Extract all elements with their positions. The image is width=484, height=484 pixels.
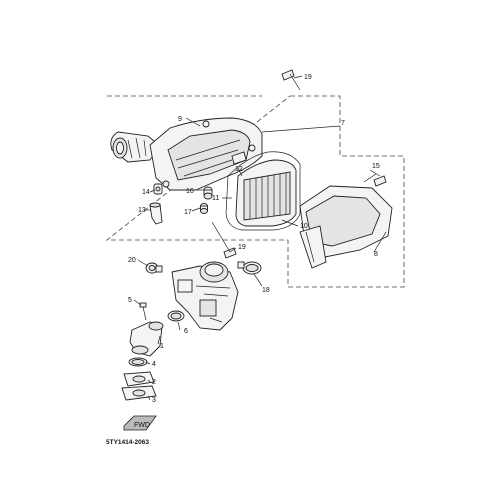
screw-part-15 xyxy=(363,173,387,187)
callout-1: 1 xyxy=(160,343,164,350)
callout-16: 16 xyxy=(186,188,194,195)
callout-20: 20 xyxy=(128,257,136,264)
assembly-boundary-dashed xyxy=(105,95,405,288)
callout-6: 6 xyxy=(184,328,188,335)
forward-label: FWD xyxy=(134,422,150,429)
diagram-code: 5TY1414-2063 xyxy=(106,439,149,446)
forward-direction-badge: FWD xyxy=(123,415,157,431)
air-filter-case-cover xyxy=(299,185,393,269)
callout-18: 18 xyxy=(262,287,270,294)
air-filter-element xyxy=(235,159,297,227)
o-ring-inner xyxy=(131,359,145,365)
callout-2: 2 xyxy=(152,379,156,386)
callout-15: 15 xyxy=(372,163,380,170)
collar-part-17 xyxy=(200,203,208,214)
callout-3: 3 xyxy=(152,397,156,404)
callout-5: 5 xyxy=(128,297,132,304)
callout-14: 14 xyxy=(142,189,150,196)
callout-13: 13 xyxy=(138,207,146,214)
screw-part-5 xyxy=(139,302,147,321)
grommet-part-16 xyxy=(203,186,213,200)
callout-7: 7 xyxy=(341,120,345,127)
bolt-upper xyxy=(281,69,301,91)
intake-gasket xyxy=(121,385,157,401)
callout-19-upper: 19 xyxy=(304,74,312,81)
drain-pipe xyxy=(149,202,163,225)
callout-10: 10 xyxy=(300,223,308,230)
joint-part-14 xyxy=(153,183,163,195)
callout-17: 17 xyxy=(184,209,192,216)
callout-11: 11 xyxy=(212,195,219,202)
callout-12: 12 xyxy=(235,166,243,173)
bolt-lower xyxy=(211,221,237,259)
callout-8: 8 xyxy=(374,251,378,258)
clamp-part-18 xyxy=(237,261,262,275)
intake-duct xyxy=(110,131,161,163)
callout-19-lower: 19 xyxy=(238,244,246,251)
air-filter-case-inner xyxy=(149,117,263,191)
carburetor-assembly xyxy=(171,261,239,331)
carburetor-joint xyxy=(129,321,164,357)
insulator-gasket xyxy=(123,371,155,387)
callout-4: 4 xyxy=(152,361,156,368)
callout-9: 9 xyxy=(178,116,182,123)
clamp-part-20 xyxy=(145,262,163,274)
case-gasket xyxy=(225,151,301,231)
leader-lines xyxy=(133,75,387,401)
clamp-part-6 xyxy=(167,310,185,322)
